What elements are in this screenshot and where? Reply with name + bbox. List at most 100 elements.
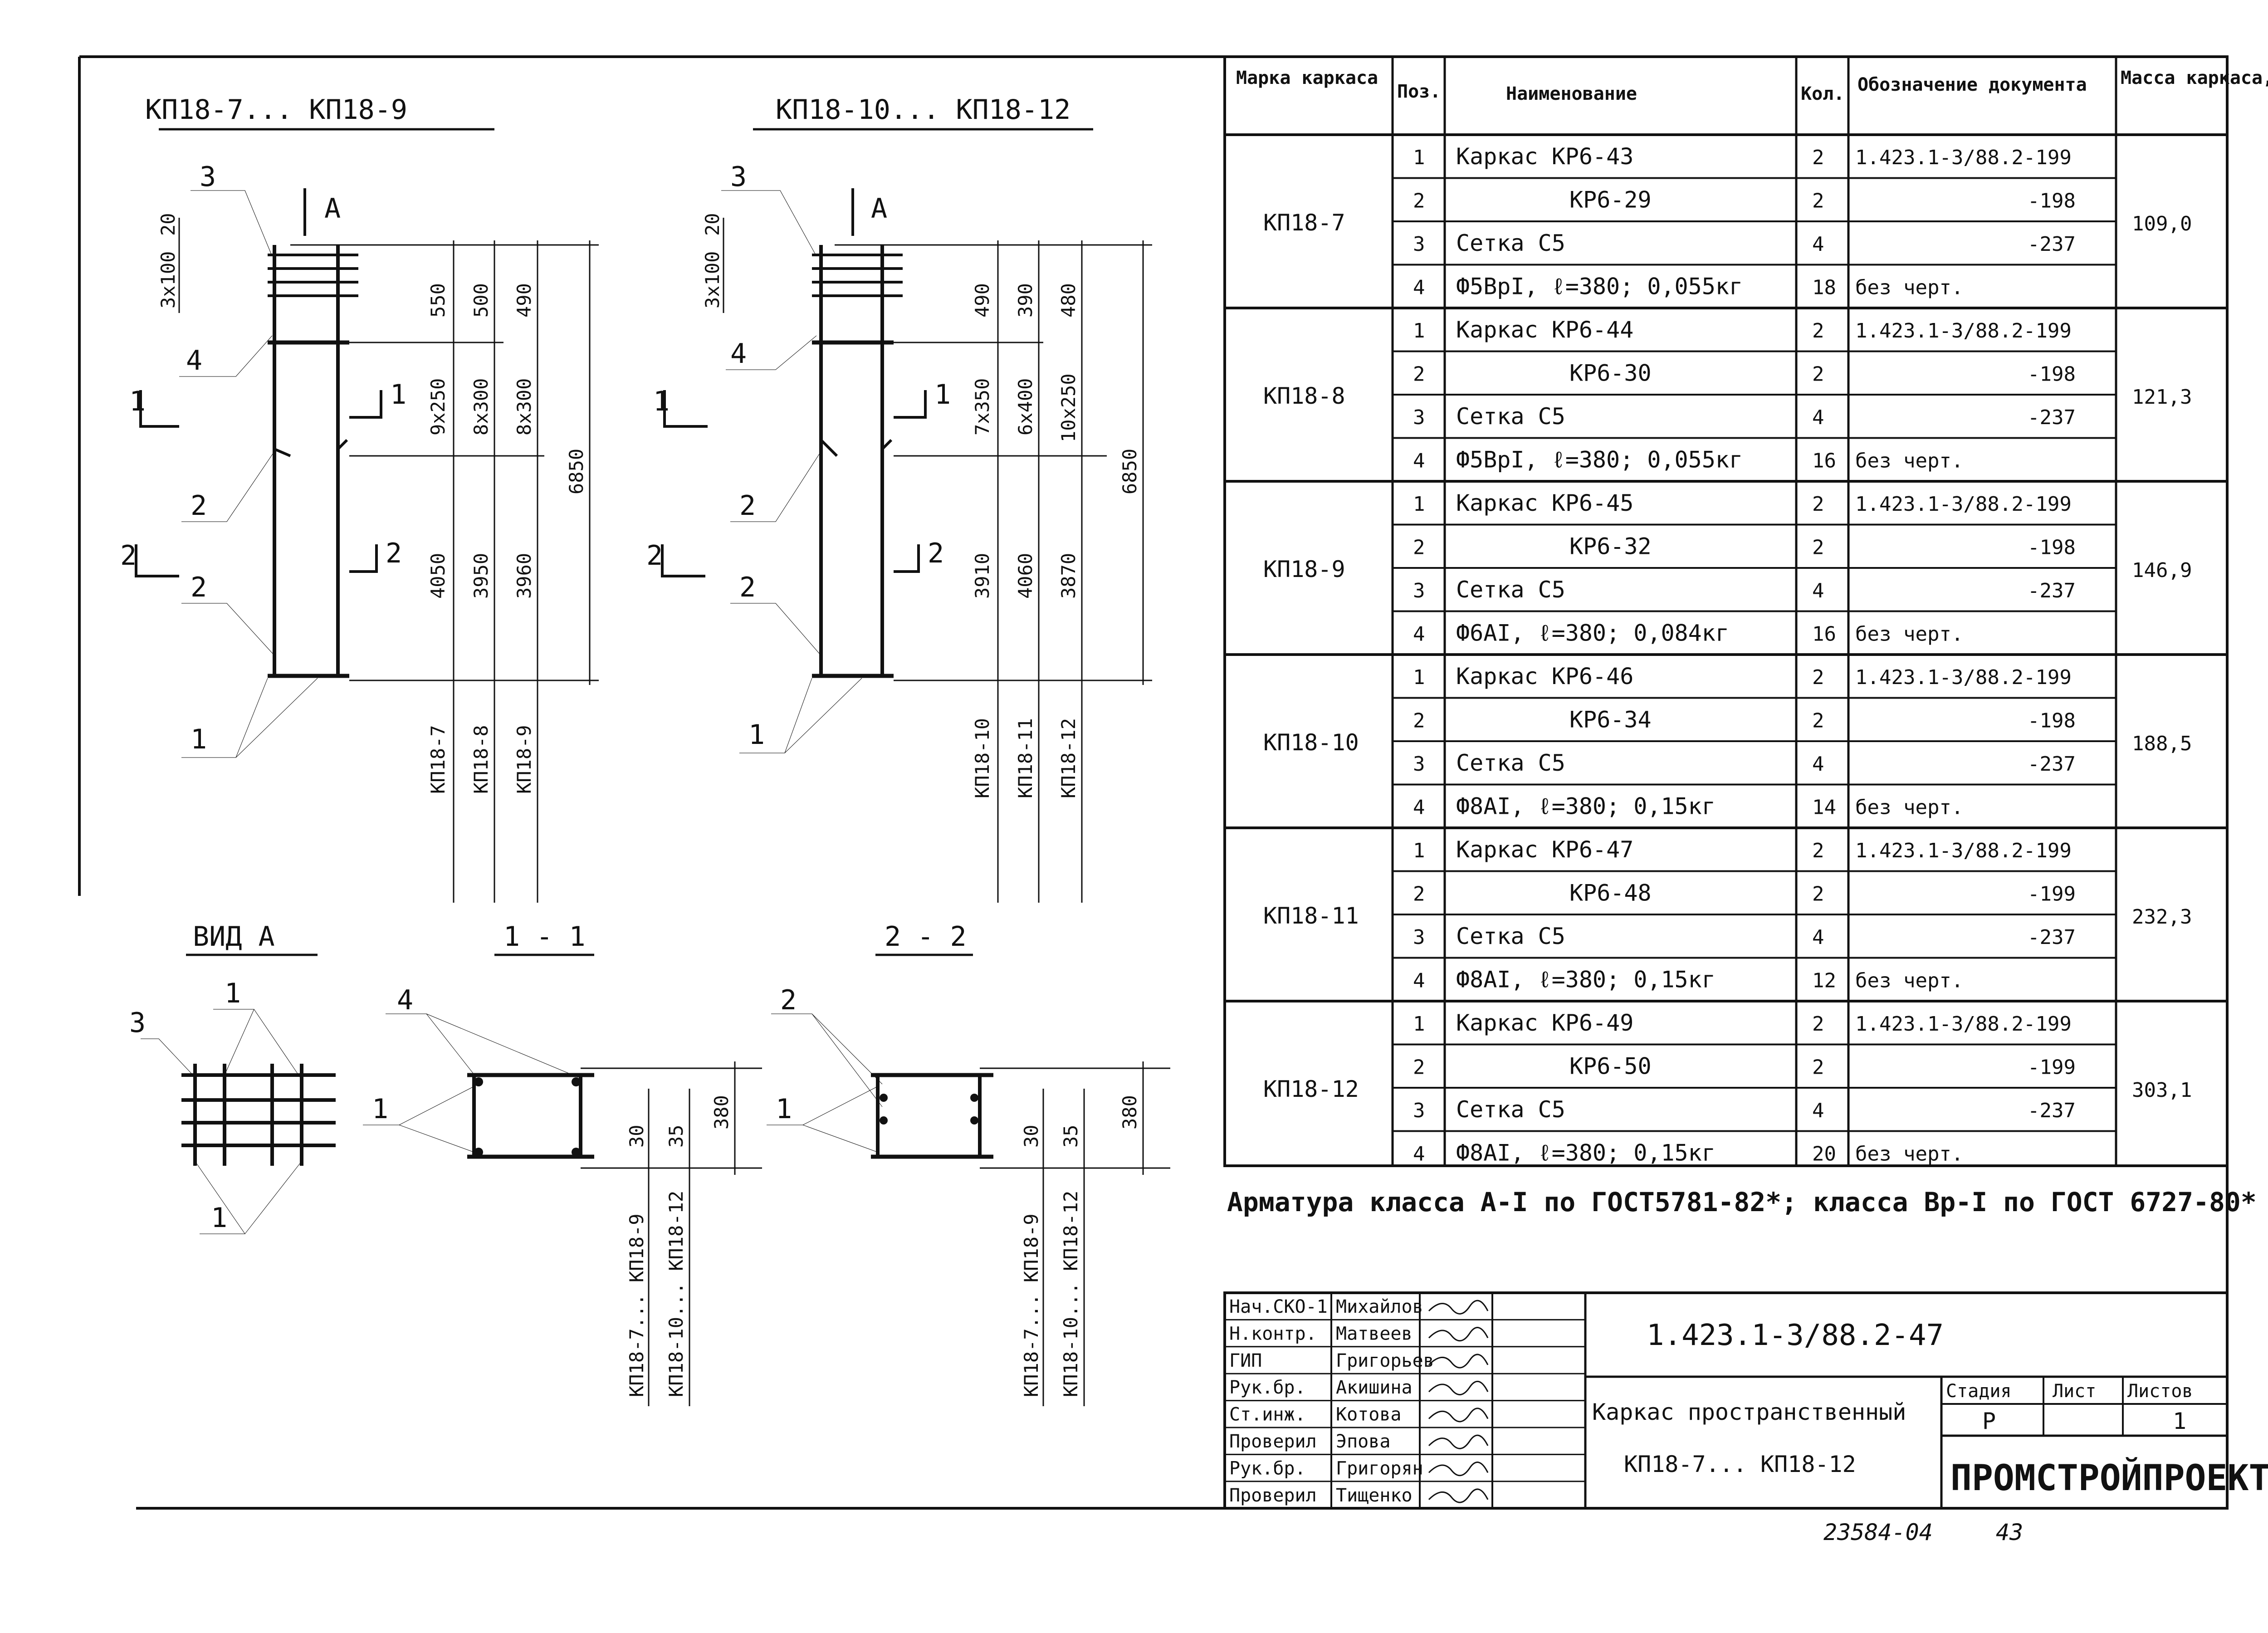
spec-cell-qty: 4 [1812, 753, 1824, 776]
tb-name-line1: Каркас пространственный [1592, 1399, 1906, 1425]
elev1-dim-1b: 9х250 [427, 378, 449, 435]
signature-scribble [1428, 1300, 1489, 1315]
sec11-dot-4 [572, 1148, 581, 1157]
elev2-callout-2b: 2 [739, 572, 756, 603]
spec-cell-pos: 3 [1413, 233, 1425, 256]
elev1-leader-2b [181, 603, 275, 656]
spec-cell-pos: 4 [1413, 622, 1425, 645]
tb-person-name: Акишина [1336, 1377, 1413, 1398]
elev1-sec-2r: 2 [386, 538, 402, 569]
elev1-secmark-1l [139, 390, 179, 428]
spec-cell-pos: 1 [1413, 666, 1425, 689]
elev2-secmark-1l [663, 390, 708, 428]
spec-cell-pos: 2 [1413, 709, 1425, 732]
spec-cell-pos: 3 [1413, 1099, 1425, 1122]
sec22-dim-30: 30 [1020, 1125, 1042, 1148]
elev2-callout-4: 4 [730, 338, 747, 370]
spec-cell-doc: -198 [2028, 189, 2076, 212]
view-a-callout-1a: 1 [225, 978, 241, 1009]
elev1-secmark-2l [135, 544, 179, 577]
spec-cell-qty: 2 [1812, 882, 1824, 905]
tb-name-line2: КП18-7... КП18-12 [1624, 1451, 1856, 1477]
spec-cell-doc: без черт. [1855, 622, 1963, 645]
spec-cell-doc: -237 [2028, 753, 2076, 776]
elev1-dim-2a: 500 [470, 283, 492, 318]
view-a-leader-1b [254, 1009, 302, 1080]
spec-cell-pos: 3 [1413, 926, 1425, 949]
elev2-ldim-1: 20 [701, 213, 723, 236]
elev1-secmark-1r [349, 390, 382, 419]
signature-scribble [1428, 1380, 1489, 1395]
spec-cell-doc: -199 [2028, 1056, 2076, 1079]
spec-cell-doc: без черт. [1855, 796, 1963, 819]
elev2-dim-3c: 3870 [1057, 553, 1080, 599]
tb-stage-label: Стадия [1946, 1381, 2012, 1402]
elev1-ldim-2: 3х100 [157, 251, 179, 308]
elev1-dim-1c: 4050 [427, 553, 449, 599]
spec-cell-pos: 2 [1413, 189, 1425, 212]
spec-cell-qty: 2 [1812, 709, 1824, 732]
spec-cell-doc: 1.423.1-3/88.2-199 [1855, 839, 2072, 862]
elev2-dim-2a: 390 [1014, 283, 1036, 318]
signature-scribble [1428, 1434, 1489, 1449]
signature-scribble [1428, 1462, 1489, 1477]
spec-cell-pos: 1 [1413, 319, 1425, 342]
spec-group-mass: 232,3 [2132, 905, 2192, 929]
spec-cell-name: Ф8АI, ℓ=380; 0,15кг [1456, 966, 1716, 993]
sec22-dim-380: 380 [1119, 1095, 1141, 1129]
spec-group-mark: КП18-8 [1263, 383, 1345, 409]
elev1-sec-1l: 1 [129, 386, 146, 417]
spec-cell-name: КР6-30 [1569, 360, 1652, 386]
spec-cell-qty: 18 [1812, 276, 1836, 299]
spec-cell-qty: 2 [1812, 536, 1824, 559]
spec-cell-doc: -198 [2028, 536, 2076, 559]
spec-cell-name: Каркас КР6-49 [1456, 1010, 1633, 1036]
sec22-dot-1 [880, 1094, 888, 1102]
sec22-dot-4 [970, 1116, 978, 1125]
sec22-frame [876, 1073, 982, 1159]
spec-cell-name: Ф8АI, ℓ=380; 0,15кг [1456, 1139, 1716, 1166]
elev2-callout-2a: 2 [739, 490, 756, 522]
sec22-dim-35: 35 [1060, 1125, 1082, 1148]
spec-cell-qty: 14 [1812, 796, 1836, 819]
spec-cell-doc: -237 [2028, 406, 2076, 429]
spec-cell-name: Каркас КР6-45 [1456, 490, 1633, 516]
sec22-mark-1: КП18-7... КП18-9 [1020, 1213, 1042, 1397]
tb-person-role: Ст.инж. [1229, 1404, 1306, 1425]
elev1-callout-2b: 2 [191, 572, 207, 603]
spec-cell-name: Каркас КР6-43 [1456, 143, 1633, 170]
sec11-leader-4 [386, 1013, 477, 1078]
elev2-title: КП18-10... КП18-12 [776, 94, 1070, 126]
spec-cell-qty: 2 [1812, 319, 1824, 342]
elev1-mark-3: КП18-9 [513, 725, 535, 794]
tb-doc-code: 1.423.1-3/88.2-47 [1647, 1319, 1944, 1352]
elev2-leader-4 [726, 335, 817, 370]
sec11-title: 1 - 1 [503, 921, 586, 953]
spec-cell-pos: 2 [1413, 1056, 1425, 1079]
sec11-dim-380: 380 [710, 1095, 733, 1129]
spec-cell-name: Ф8АI, ℓ=380; 0,15кг [1456, 793, 1716, 819]
spec-h-mass: Масса каркаса, кг [2121, 68, 2268, 88]
view-a-leader-3 [141, 1038, 196, 1078]
sec11-dot-2 [572, 1077, 581, 1086]
spec-cell-name: Каркас КР6-44 [1456, 317, 1633, 343]
spec-cell-name: Сетка С5 [1456, 403, 1565, 430]
tb-sheets-value: 1 [2173, 1408, 2186, 1434]
spec-h-mark: Марка каркаса [1236, 68, 1378, 88]
tb-person-role: Рук.бр. [1229, 1458, 1306, 1479]
sec22-leader-2 [771, 1013, 883, 1085]
spec-cell-name: Ф5ВрI, ℓ=380; 0,055кг [1456, 273, 1743, 299]
elev2-brace-r [881, 439, 893, 450]
elev1-leader-2a [181, 451, 275, 522]
spec-cell-name: КР6-50 [1569, 1053, 1652, 1079]
signature-scribble [1428, 1408, 1489, 1423]
view-a-callout-3: 3 [129, 1007, 146, 1039]
tb-person-role: Проверил [1229, 1431, 1317, 1452]
tb-person-role: Н.контр. [1229, 1323, 1317, 1344]
elev2-dim-1a: 490 [971, 283, 993, 318]
elev2-brace-l [820, 439, 838, 457]
sec11-mark-1: КП18-7... КП18-9 [626, 1213, 648, 1397]
elev2-leader-1b [784, 678, 862, 753]
page-number: 43 [1996, 1519, 2023, 1545]
